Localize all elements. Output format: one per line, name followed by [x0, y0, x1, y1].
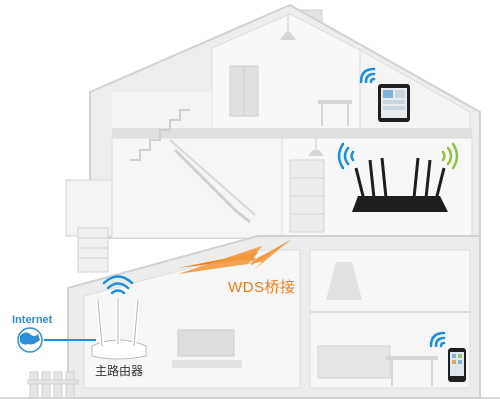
globe-icon: [17, 327, 43, 353]
attic-lamp: [280, 32, 296, 40]
bridge-router-icon: [352, 157, 448, 212]
wds-bridge-label: WDS桥接: [228, 279, 296, 296]
tv-cabinet: [172, 360, 242, 368]
wifi-signal-icon: [429, 331, 446, 348]
main-router-label: 主路由器: [95, 364, 144, 378]
middle-room: [111, 137, 283, 239]
attic-desk: [318, 100, 352, 104]
staircase-rail: [169, 139, 256, 216]
tablet-icon: [378, 84, 410, 122]
fence: [27, 371, 79, 399]
dining-table: [386, 356, 438, 360]
wifi-signal-icon: [102, 275, 134, 295]
wifi-signal-icon: [441, 142, 459, 170]
left-balcony: [65, 179, 113, 237]
wifi-signal-icon: [359, 67, 376, 84]
staircase-upper: [130, 109, 190, 161]
left-balcony-stairs: [77, 227, 109, 273]
main-router-icon: [91, 298, 147, 360]
upper-floor-slab: [112, 128, 472, 138]
smartphone-icon: [448, 348, 466, 382]
kitchen-hood: [326, 262, 362, 300]
internet-label: Internet: [12, 314, 53, 326]
attic-right-room: [359, 49, 471, 131]
staircase-lower: [173, 148, 251, 224]
lightning-bolt-icon: [178, 240, 290, 274]
middle-lamp: [308, 150, 324, 156]
wifi-signal-icon: [337, 142, 355, 170]
kitchen-counter: [317, 345, 391, 379]
tv-screen: [177, 329, 235, 357]
left-upper-room: [112, 92, 212, 128]
